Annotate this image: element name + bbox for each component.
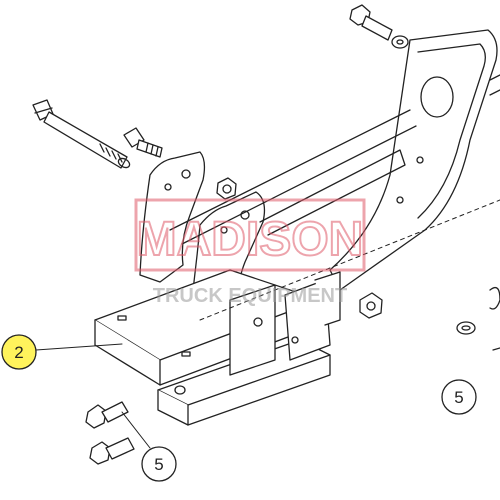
top-bolt-and-washer [349,4,500,96]
hex-nut-upper [216,177,237,200]
lower-bolts [85,401,135,465]
watermark-line2: TRUCK EQUIPMENT [153,285,347,307]
front-angle-channel [157,339,331,426]
callout-2-label: 2 [14,343,23,362]
watermark-logo: MADISON TRUCK EQUIPMENT [134,198,366,307]
hex-nut-right [359,292,383,319]
leader-line-2 [35,343,123,351]
dashed-centerline [199,199,500,321]
mounting-plate-right [329,29,498,291]
leader-line-5-bolts [121,411,151,449]
gusset-plate-rear [139,151,206,283]
callout-5-right[interactable]: 5 [441,379,477,415]
washers-right [456,286,500,351]
long-bolt [32,99,131,169]
short-bolt [123,127,163,158]
callout-5-right-label: 5 [454,388,463,407]
plate-hole-large [420,76,454,118]
callout-5-bolts-label: 5 [154,455,163,474]
watermark-line1: MADISON [137,213,364,266]
mounting-tabs [229,271,341,376]
callout-5-bolts[interactable]: 5 [141,446,177,482]
callout-2[interactable]: 2 [1,334,37,370]
